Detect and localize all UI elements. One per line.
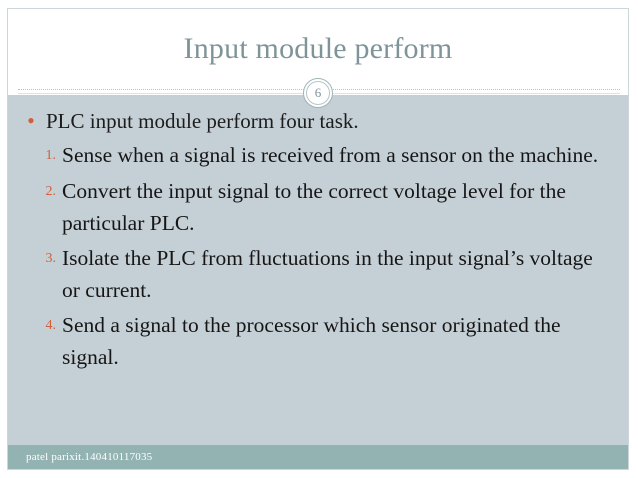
- slide: Input module perform 6 • PLC input modul…: [7, 8, 629, 470]
- list-item-text: Sense when a signal is received from a s…: [62, 143, 599, 167]
- list-item-text: Convert the input signal to the correct …: [62, 179, 566, 235]
- list-number-marker: 1.: [45, 148, 57, 163]
- page-title: Input module perform: [183, 32, 453, 65]
- footer-author-label: patel parixit.140410117035: [26, 451, 153, 463]
- title-band: Input module perform: [8, 9, 628, 89]
- list-item: • PLC input module perform four task.: [16, 106, 610, 136]
- list-item: 4. Send a signal to the processor which …: [16, 309, 610, 373]
- list-number-marker: 2.: [45, 184, 57, 199]
- page-number-label: 6: [314, 85, 322, 100]
- list-item-text: Send a signal to the processor which sen…: [62, 313, 561, 369]
- list-item-text: PLC input module perform four task.: [46, 109, 359, 133]
- list-item-text: Isolate the PLC from fluctuations in the…: [62, 246, 593, 302]
- list-item: 1. Sense when a signal is received from …: [16, 139, 610, 172]
- footer-bar: patel parixit.140410117035: [8, 445, 628, 469]
- page-number-badge-inner-ring: [306, 81, 330, 105]
- slide-content: • PLC input module perform four task. 1.…: [8, 95, 628, 447]
- bullet-icon: •: [27, 108, 35, 133]
- page-number-badge: 6: [303, 78, 333, 108]
- list-item: 2. Convert the input signal to the corre…: [16, 175, 610, 239]
- list-item: 3. Isolate the PLC from fluctuations in …: [16, 242, 610, 306]
- list-number-marker: 3.: [45, 251, 57, 266]
- list-number-marker: 4.: [45, 318, 57, 333]
